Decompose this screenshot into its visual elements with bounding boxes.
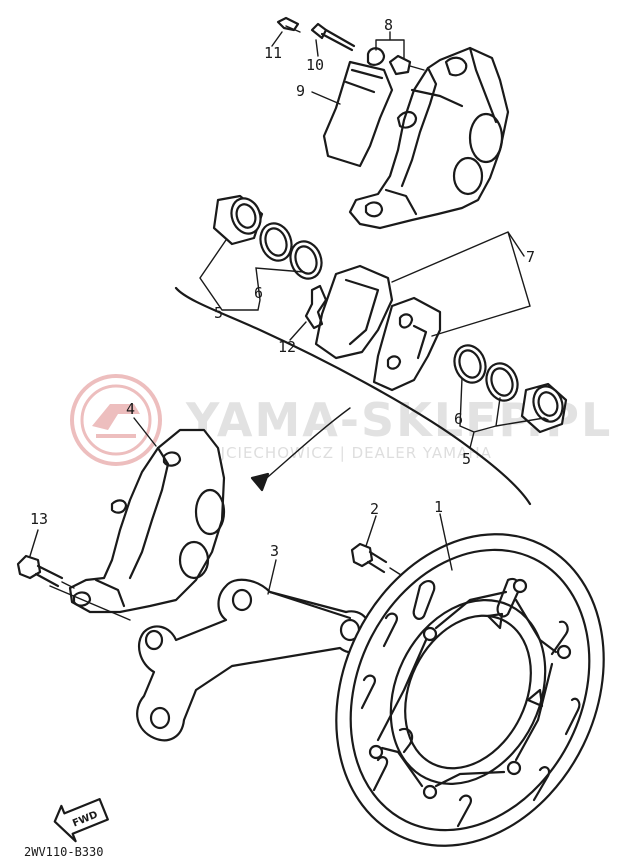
part-13-mounting-bolt (16, 554, 75, 589)
drawing-code: 2WV110-B330 (24, 845, 103, 858)
callout-12: 12 (278, 338, 296, 356)
part-6-seals-upper (259, 222, 323, 280)
part-7-brake-pads (314, 264, 442, 392)
leader-lines (29, 31, 549, 595)
callout-2: 2 (370, 500, 379, 518)
disc-vent-slots (360, 577, 581, 828)
callout-7: 7 (526, 248, 535, 266)
part-10-pad-pin (310, 22, 356, 52)
callout-1: 1 (434, 498, 443, 516)
group-bracket-curve (174, 286, 532, 506)
callout-labels: 8 11 10 9 7 6 5 12 4 6 5 13 2 1 3 (30, 16, 535, 560)
callout-5-upper: 5 (214, 304, 223, 322)
part-4-caliper (68, 428, 226, 614)
part-9-pad-spring (322, 60, 394, 168)
callout-5-lower: 5 (462, 450, 471, 468)
callout-6-upper: 6 (254, 284, 263, 302)
part-6-seals-lower (453, 344, 519, 402)
callout-8: 8 (384, 16, 393, 34)
part-2-disc-bolt (350, 542, 413, 583)
upper-caliper-body (348, 46, 510, 230)
callout-11: 11 (264, 44, 282, 62)
fwd-arrow-icon: FWD (53, 798, 109, 843)
part-5-piston-upper (212, 194, 264, 246)
callout-6-lower: 6 (454, 410, 463, 428)
callout-10: 10 (306, 56, 324, 74)
watermark-subtitle: WOJCIECHOWICZ | DEALER YAMAHA (192, 444, 492, 462)
callout-9: 9 (296, 82, 305, 100)
watermark-logo-icon (70, 374, 162, 466)
callout-3: 3 (270, 542, 279, 560)
disc-bolt-holes (368, 578, 572, 800)
callout-13: 13 (30, 510, 48, 528)
part-12-pad-shim (304, 284, 328, 330)
part-1-brake-disc (335, 533, 605, 847)
callout-4: 4 (126, 400, 135, 418)
part-11-pin-clip (276, 16, 301, 33)
part-8-bleed-screws (366, 47, 425, 76)
disc-carrier-spokes (376, 590, 558, 788)
